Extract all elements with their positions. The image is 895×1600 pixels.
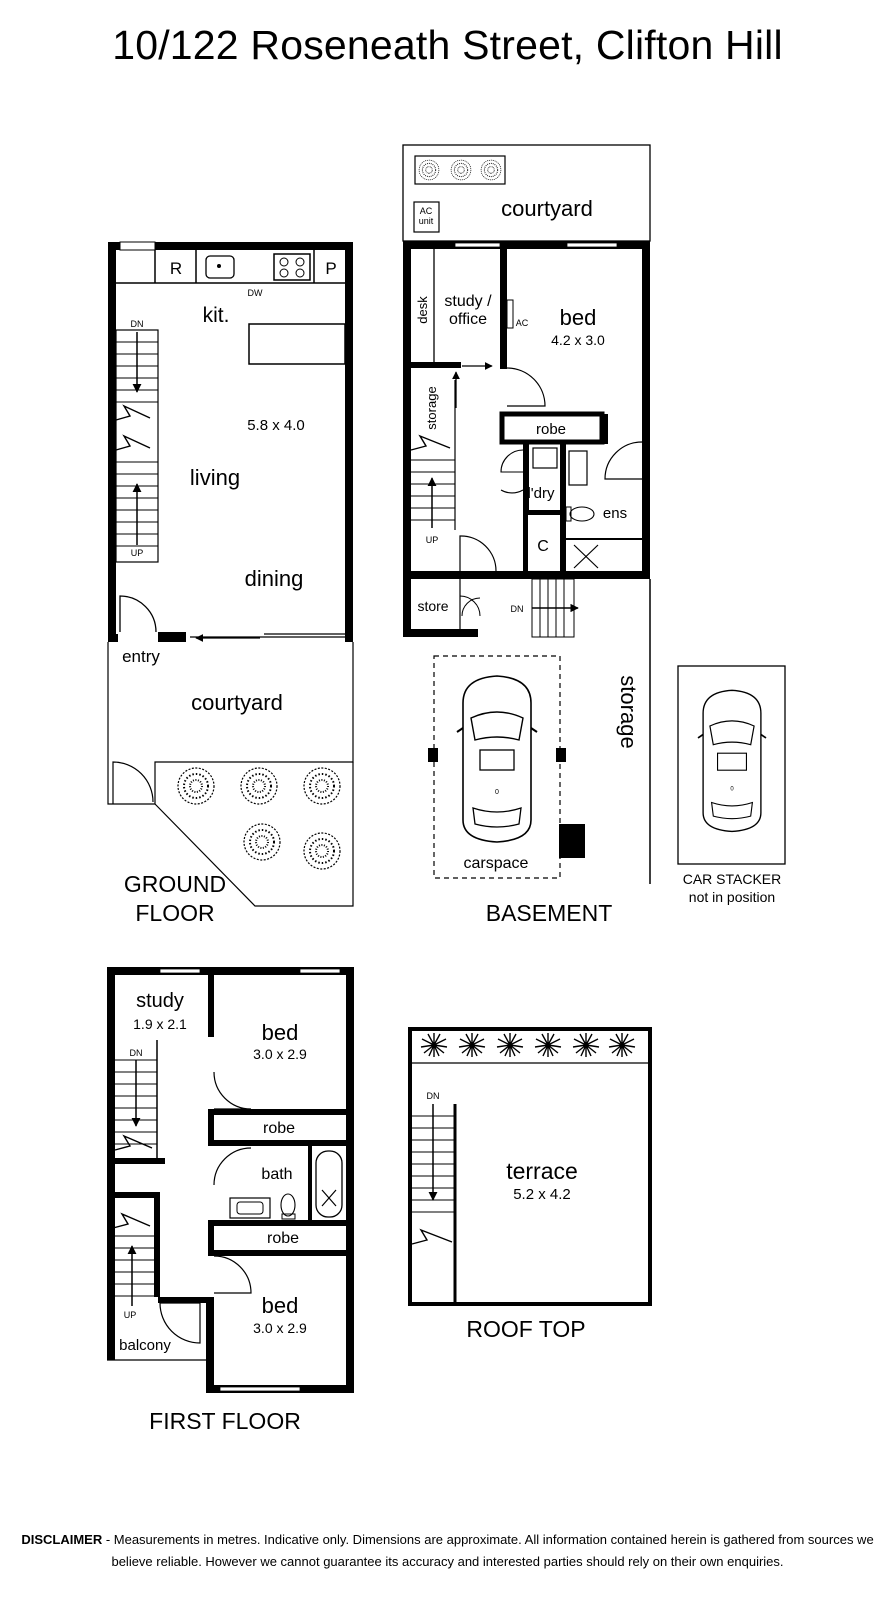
roof-top-plan [408, 1027, 652, 1306]
disclaimer: DISCLAIMER - Measurements in metres. Ind… [10, 1529, 885, 1573]
kitchen-label: kit. [203, 304, 230, 327]
disclaimer-text: - Measurements in metres. Indicative onl… [102, 1532, 874, 1569]
basement-robe-label: robe [536, 421, 566, 438]
basement-ac-label: AC [516, 318, 529, 328]
entry-label: entry [122, 647, 160, 666]
living-label: living [190, 465, 240, 490]
study-label-2: office [449, 311, 487, 328]
roof-top-name: ROOF TOP [466, 1316, 585, 1342]
basement-stairs-up: UP [426, 535, 439, 545]
dining-label: dining [245, 566, 304, 591]
basement-stairs-down: DN [511, 604, 524, 614]
basement-courtyard-label: courtyard [501, 196, 593, 221]
basement-name: BASEMENT [486, 900, 613, 926]
bed1-dims: 3.0 x 2.9 [253, 1046, 307, 1062]
terrace-dims: 5.2 x 4.2 [513, 1186, 571, 1203]
carspace-label: carspace [464, 855, 529, 872]
basement-bed-dims: 4.2 x 3.0 [551, 332, 605, 348]
page-title: 10/122 Roseneath Street, Clifton Hill [112, 22, 783, 68]
store-label: store [417, 598, 448, 614]
car-stacker-label-1: CAR STACKER [683, 871, 782, 887]
study-label-1: study / [444, 293, 492, 310]
desk-label: desk [415, 296, 430, 324]
dishwasher-label: DW [248, 288, 263, 298]
car-stacker-label-2: not in position [689, 889, 775, 905]
ac-unit-label-2: unit [419, 216, 434, 226]
bed2-label: bed [262, 1293, 299, 1318]
ground-floor-name-2: FLOOR [135, 900, 214, 926]
roof-stairs-down: DN [427, 1091, 440, 1101]
bed2-dims: 3.0 x 2.9 [253, 1320, 307, 1336]
bed1-label: bed [262, 1020, 299, 1045]
balcony-label: balcony [119, 1337, 171, 1354]
ground-floor-name-1: GROUND [124, 871, 226, 897]
first-stairs-up: UP [124, 1310, 137, 1320]
robe2-label: robe [267, 1230, 299, 1247]
ensuite-label: ens [603, 505, 627, 522]
ground-stairs-up: UP [131, 548, 144, 558]
storage-label: storage [616, 675, 641, 748]
first-floor-plan [107, 967, 354, 1393]
robe1-label: robe [263, 1120, 295, 1137]
living-dims: 5.8 x 4.0 [247, 417, 305, 434]
first-floor-name: FIRST FLOOR [149, 1408, 301, 1434]
basement-plan [402, 144, 786, 884]
first-stairs-down: DN [130, 1048, 143, 1058]
basement-storage-vertical: storage [424, 386, 439, 429]
cupboard-label: C [537, 538, 549, 555]
fridge-label: R [170, 259, 182, 278]
study-label: study [136, 990, 184, 1012]
bath-label: bath [261, 1166, 292, 1183]
basement-bed-label: bed [560, 305, 597, 330]
pantry-label: P [325, 259, 336, 278]
study-dims: 1.9 x 2.1 [133, 1016, 187, 1032]
ground-floor-plan [107, 241, 354, 907]
ground-courtyard-label: courtyard [191, 690, 283, 715]
laundry-label: l'dry [527, 485, 555, 502]
terrace-label: terrace [506, 1158, 578, 1184]
ac-unit-label-1: AC [420, 206, 433, 216]
disclaimer-label: DISCLAIMER [21, 1532, 103, 1547]
ground-stairs-down: DN [131, 319, 144, 329]
